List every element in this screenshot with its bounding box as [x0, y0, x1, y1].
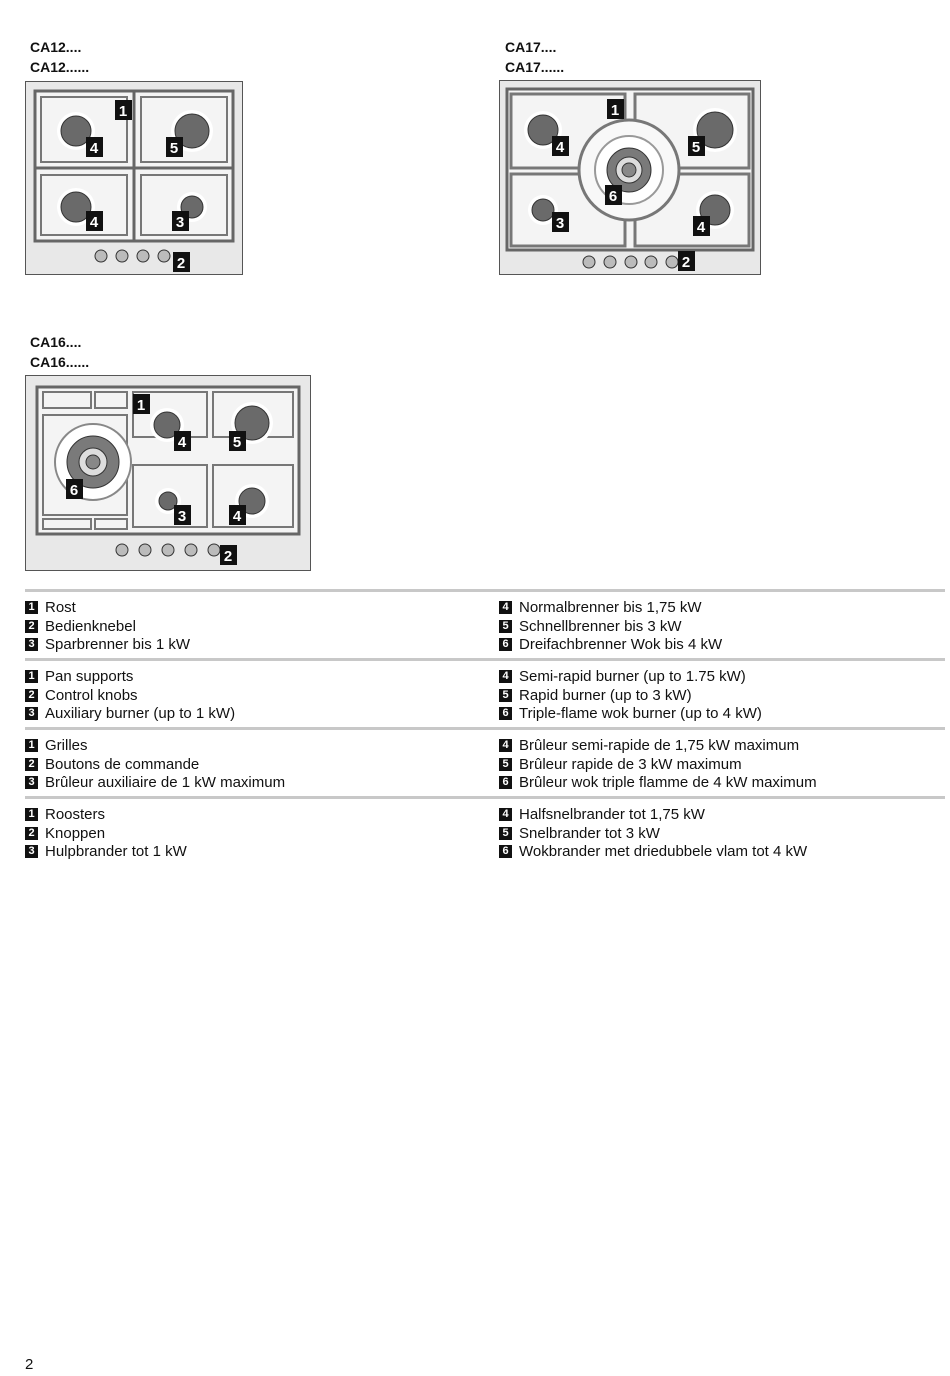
model-heading-ca17: CA17.... CA17...... — [505, 37, 564, 77]
callout-2: 2 — [682, 254, 690, 271]
callout-4: 4 — [697, 219, 706, 236]
model-heading-ca16: CA16.... CA16...... — [30, 332, 89, 372]
callout-5: 5 — [233, 434, 241, 451]
hob-diagram-ca16: 1 4 5 6 3 4 2 — [25, 375, 311, 571]
callout-6: 6 — [70, 482, 78, 499]
model-code: CA16...... — [30, 354, 90, 370]
callout-3: 3 — [556, 215, 564, 232]
callout-3: 3 — [178, 508, 186, 525]
callout-3: 3 — [176, 214, 184, 231]
callout-4: 4 — [90, 140, 99, 157]
model-code: CA12.... — [30, 39, 82, 55]
callout-4: 4 — [178, 434, 187, 451]
callout-2: 2 — [224, 548, 232, 565]
model-code: CA16.... — [30, 334, 82, 350]
callout-6: 6 — [609, 188, 617, 205]
callout-2: 2 — [177, 255, 185, 272]
callout-4: 4 — [233, 508, 242, 525]
model-code: CA17.... — [505, 39, 557, 55]
callout-1: 1 — [119, 103, 127, 120]
model-code: CA12...... — [30, 59, 90, 75]
hob-diagram-ca12: 1 4 5 4 3 2 — [25, 81, 243, 275]
page-number: 2 — [25, 1356, 34, 1373]
callout-5: 5 — [692, 139, 700, 156]
callout-5: 5 — [170, 140, 178, 157]
model-heading-ca12: CA12.... CA12...... — [30, 37, 89, 77]
callout-4: 4 — [556, 139, 565, 156]
model-code: CA17...... — [505, 59, 565, 75]
callout-4: 4 — [90, 214, 99, 231]
hob-diagram-ca17: 1 4 5 6 3 4 2 — [499, 80, 761, 275]
callout-1: 1 — [611, 102, 619, 119]
callout-1: 1 — [137, 397, 145, 414]
